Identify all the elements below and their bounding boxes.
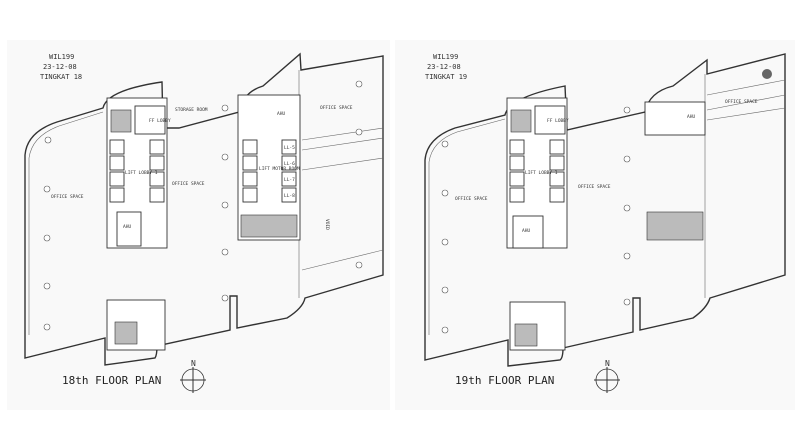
north-arrow-icon: N bbox=[594, 359, 620, 393]
storage-label: STORAGE ROOM bbox=[175, 107, 208, 113]
level-label: TINGKAT 18 bbox=[40, 73, 82, 81]
north-label: N bbox=[605, 359, 610, 368]
lift-label: LL-7 bbox=[284, 177, 295, 183]
structural-columns bbox=[441, 106, 631, 334]
void-label: VOID bbox=[324, 219, 330, 230]
ff-lobby-label: FF LOBBY bbox=[149, 118, 171, 124]
north-label: N bbox=[191, 359, 196, 368]
stair-core-east bbox=[644, 101, 706, 136]
lift-shafts-west bbox=[109, 139, 165, 203]
project-code: WIL199 bbox=[49, 53, 74, 61]
building-outline bbox=[424, 53, 786, 367]
floor-plan-19: WIL199 23-12-08 TINGKAT 19 FF LOBBY LIFT… bbox=[395, 40, 795, 410]
lift-lobby-label: LIFT LOBBY 1 bbox=[125, 170, 158, 176]
office-space-label: OFFICE SPACE bbox=[725, 99, 758, 105]
lift-label: LL-6 bbox=[284, 161, 295, 167]
lift-motor-room-label: LIFT MOTOR ROOM bbox=[259, 166, 300, 172]
project-code: WIL199 bbox=[433, 53, 458, 61]
lift-label: LL-8 bbox=[284, 193, 295, 199]
building-outline bbox=[24, 52, 384, 366]
ahu-label: AHU bbox=[687, 114, 695, 120]
plan-date: 23-12-08 bbox=[43, 63, 77, 71]
floor-plan-18: WIL199 23-12-08 TINGKAT 18 FF LOBBY LIFT… bbox=[7, 40, 390, 410]
plan-title: 18th FLOOR PLAN bbox=[62, 374, 161, 387]
ahu-label: AHU bbox=[277, 111, 285, 117]
level-label: TINGKAT 19 bbox=[425, 73, 467, 81]
ahu-label: AHU bbox=[123, 224, 131, 230]
ff-lobby-label: FF LOBBY bbox=[547, 118, 569, 124]
lift-shafts-west bbox=[509, 139, 565, 203]
plan-date: 23-12-08 bbox=[427, 63, 461, 71]
structural-columns bbox=[43, 80, 363, 331]
lift-label: LL-5 bbox=[284, 145, 295, 151]
north-arrow-icon: N bbox=[180, 359, 206, 393]
ahu-label: AHU bbox=[522, 228, 530, 234]
lift-lobby-label: LIFT LOBBY 1 bbox=[525, 170, 558, 176]
office-space-label: OFFICE SPACE bbox=[172, 181, 205, 187]
office-space-label: OFFICE SPACE bbox=[51, 194, 84, 200]
plan-title: 19th FLOOR PLAN bbox=[455, 374, 554, 387]
office-space-label: OFFICE SPACE bbox=[578, 184, 611, 190]
office-space-label: OFFICE SPACE bbox=[320, 105, 353, 111]
office-space-label: OFFICE SPACE bbox=[455, 196, 488, 202]
